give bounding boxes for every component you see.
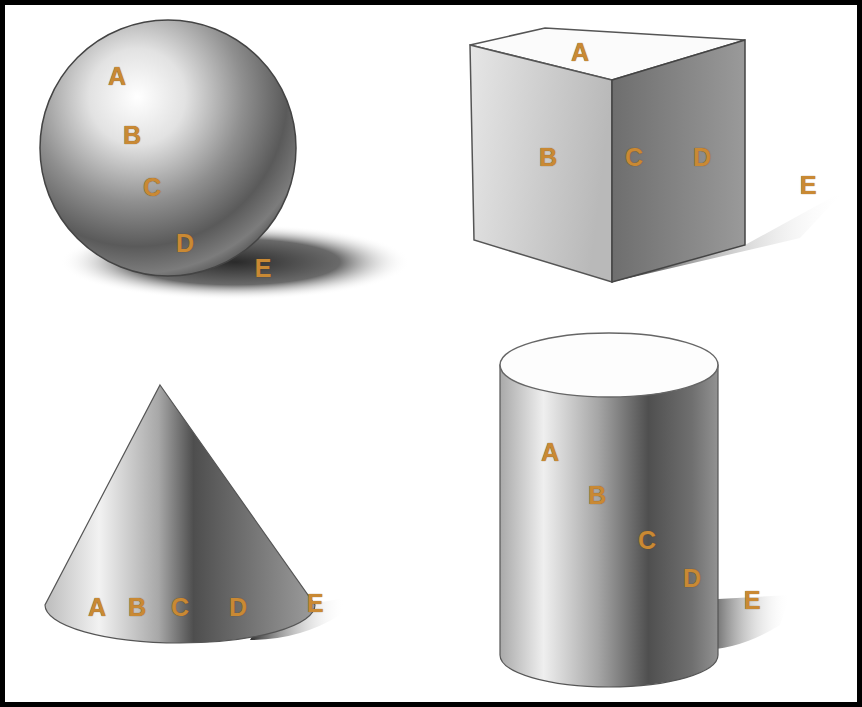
- shading-zone-label: E: [255, 256, 272, 281]
- shading-zone-label: D: [176, 231, 194, 256]
- shading-zone-label: B: [123, 123, 141, 148]
- shading-zone-label: C: [638, 528, 656, 553]
- shading-zone-label: D: [683, 566, 701, 591]
- shading-zone-label: B: [539, 145, 557, 170]
- shading-zone-label: E: [307, 591, 324, 616]
- shading-zone-label: D: [229, 595, 247, 620]
- shading-zone-label: A: [88, 595, 106, 620]
- shading-zone-label: A: [571, 40, 589, 65]
- shading-zone-label: B: [588, 483, 606, 508]
- shading-zone-label: D: [693, 145, 711, 170]
- shading-zone-label: A: [108, 64, 126, 89]
- shading-zone-label: A: [541, 440, 559, 465]
- shading-zone-label: B: [128, 595, 146, 620]
- shading-zone-label: C: [171, 595, 189, 620]
- shading-zone-label: C: [143, 175, 161, 200]
- shading-zone-label: E: [800, 173, 817, 198]
- shading-zone-label: E: [744, 588, 761, 613]
- shading-zone-label: C: [625, 145, 643, 170]
